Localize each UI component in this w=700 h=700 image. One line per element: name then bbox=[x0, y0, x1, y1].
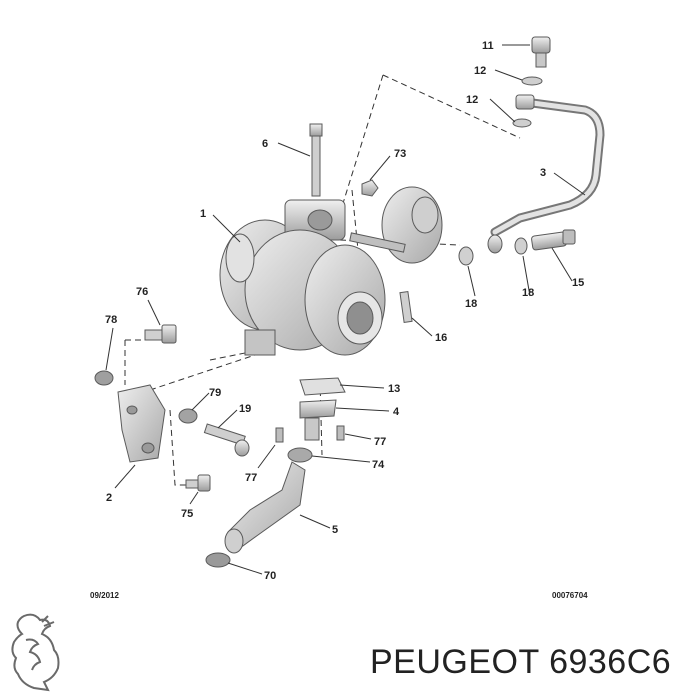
diagram-date: 09/2012 bbox=[90, 591, 119, 600]
callout-15: 15 bbox=[572, 277, 584, 289]
part-6-stud bbox=[309, 123, 323, 197]
callout-2: 2 bbox=[106, 492, 112, 504]
part-3-oil-feed-pipe bbox=[487, 94, 605, 254]
callout-73: 73 bbox=[394, 148, 406, 160]
callout-77-left: 77 bbox=[245, 472, 257, 484]
part-74-seal bbox=[287, 447, 313, 463]
callout-12-lower: 12 bbox=[466, 94, 478, 106]
callout-18-right: 18 bbox=[522, 287, 534, 299]
callout-78: 78 bbox=[105, 314, 117, 326]
part-5-oil-return-elbow bbox=[224, 461, 306, 554]
part-73-nut bbox=[361, 179, 379, 197]
part-77-screw-left bbox=[275, 427, 284, 443]
callout-79: 79 bbox=[209, 387, 221, 399]
part-79-washer bbox=[178, 408, 198, 424]
callout-19: 19 bbox=[239, 403, 251, 415]
callout-76: 76 bbox=[136, 286, 148, 298]
callout-74: 74 bbox=[372, 459, 385, 471]
callout-75: 75 bbox=[181, 508, 193, 520]
callout-5: 5 bbox=[332, 524, 338, 536]
callout-1: 1 bbox=[200, 208, 206, 220]
part-13-gasket bbox=[299, 377, 346, 396]
part-1-turbocharger bbox=[219, 186, 443, 356]
leader-lines bbox=[105, 44, 586, 575]
part-11-banjo-bolt bbox=[531, 36, 551, 68]
callout-16: 16 bbox=[435, 332, 447, 344]
part-78-washer bbox=[94, 370, 114, 386]
part-caption: PEUGEOT 6936C6 bbox=[370, 643, 672, 681]
part-75-bolt bbox=[185, 474, 211, 492]
part-70-clip bbox=[205, 552, 231, 568]
callout-12-upper: 12 bbox=[474, 65, 486, 77]
callout-70: 70 bbox=[264, 570, 276, 582]
diagram-reference: 00076704 bbox=[552, 591, 588, 600]
callout-11: 11 bbox=[482, 40, 494, 52]
peugeot-lion-icon bbox=[11, 613, 60, 692]
callout-6: 6 bbox=[262, 138, 268, 150]
callout-18-left: 18 bbox=[465, 298, 477, 310]
part-12-washer-lower bbox=[512, 118, 532, 128]
part-15-union-fitting bbox=[531, 229, 576, 251]
part-18-washer-left bbox=[458, 246, 474, 266]
part-19-bolt bbox=[203, 423, 250, 457]
callout-77-right: 77 bbox=[374, 436, 386, 448]
callout-labels: 11 12 12 6 73 3 1 18 18 15 16 76 78 13 4… bbox=[105, 40, 584, 582]
part-76-bolt bbox=[144, 324, 177, 344]
part-18-washer-right bbox=[514, 237, 528, 255]
part-16-stud bbox=[399, 291, 413, 323]
callout-3: 3 bbox=[540, 167, 546, 179]
callout-4: 4 bbox=[393, 406, 400, 418]
part-77-screw-right bbox=[336, 425, 345, 441]
callout-13: 13 bbox=[388, 383, 400, 395]
part-12-washer-upper bbox=[521, 76, 543, 86]
part-2-support-bracket bbox=[117, 384, 166, 463]
part-4-flange bbox=[299, 399, 337, 441]
